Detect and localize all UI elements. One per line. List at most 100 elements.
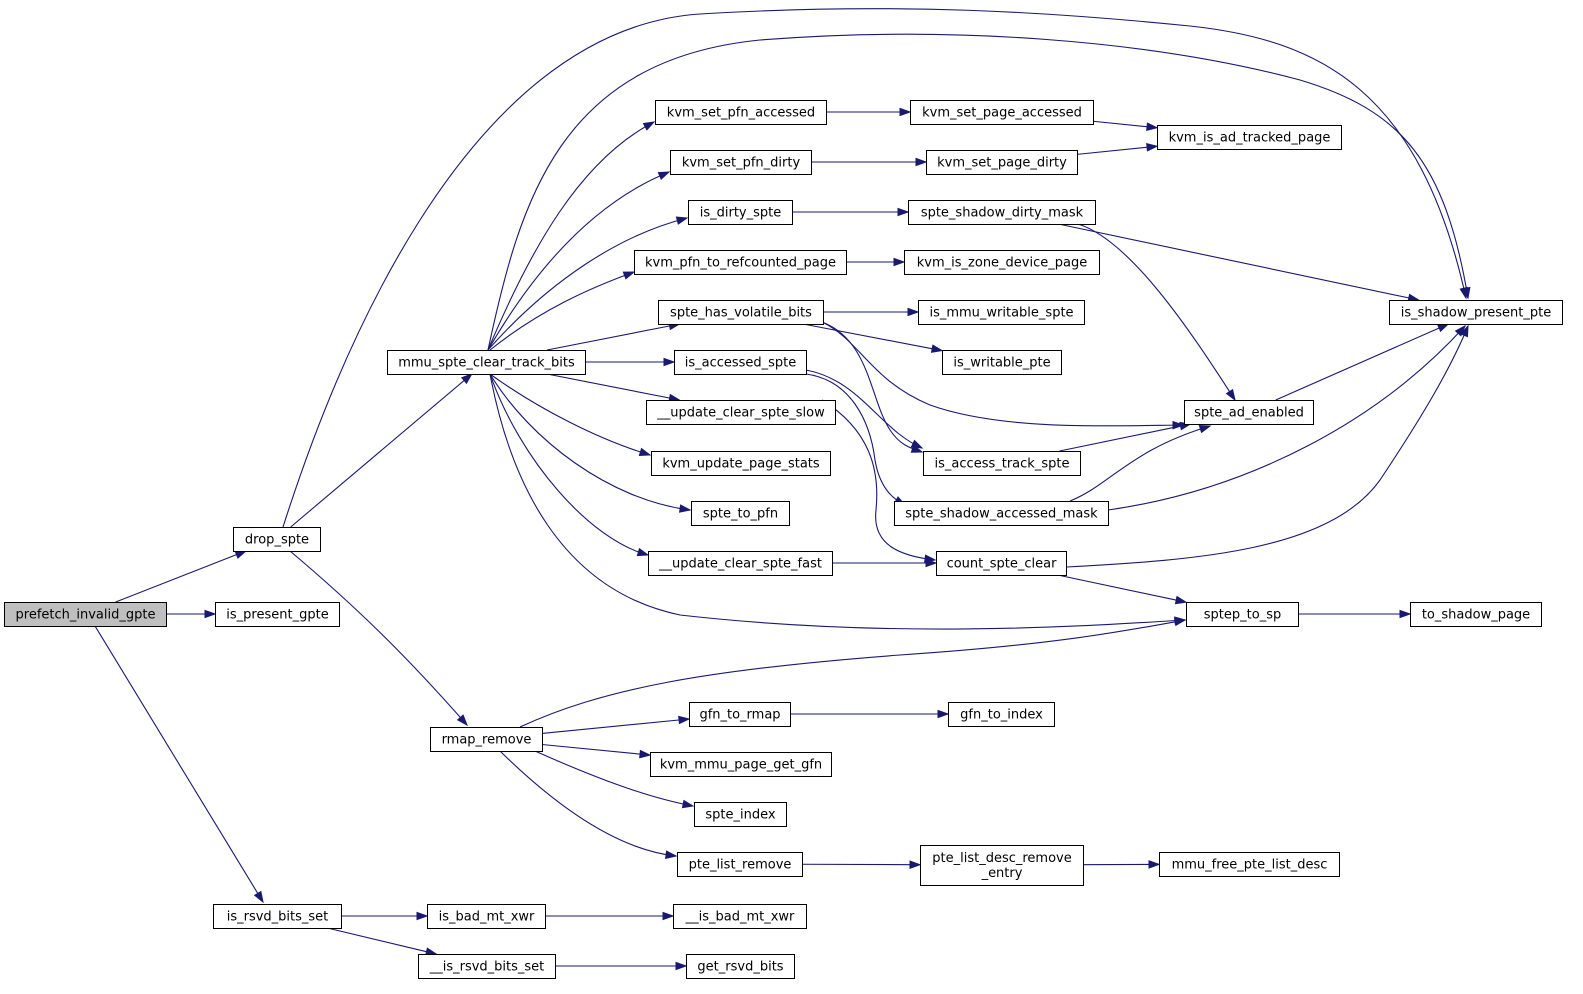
node-box xyxy=(1159,852,1340,877)
node-label: __is_rsvd_bits_set xyxy=(429,960,545,975)
edge-arrowhead xyxy=(1399,609,1412,619)
node-box xyxy=(1184,400,1314,425)
edge-arrowhead xyxy=(638,447,652,457)
edge-mmu_spte_clear_track_bits-to-sptep_to_sp xyxy=(489,373,1186,630)
node-label: count_spte_clear xyxy=(947,557,1058,572)
node-box xyxy=(634,250,847,275)
node-box xyxy=(215,602,340,627)
node-label: pte_list_remove xyxy=(689,858,792,873)
node-label: drop_spte xyxy=(245,533,309,548)
node-box xyxy=(651,451,831,476)
node-kvm_set_pfn_accessed[interactable]: kvm_set_pfn_accessed xyxy=(655,100,827,125)
node-__update_clear_spte_slow[interactable]: __update_clear_spte_slow xyxy=(646,400,836,425)
edge-arrowhead xyxy=(642,121,656,131)
node-sptep_to_sp[interactable]: sptep_to_sp xyxy=(1186,602,1299,627)
node-is_accessed_spte[interactable]: is_accessed_spte xyxy=(674,350,807,375)
edge-rmap_remove-to-pte_list_remove xyxy=(499,750,677,857)
edge-is_access_track_spte-to-spte_ad_enabled xyxy=(1059,425,1182,452)
node-drop_spte[interactable]: drop_spte xyxy=(233,527,321,552)
node-kvm_set_pfn_dirty[interactable]: kvm_set_pfn_dirty xyxy=(670,150,812,175)
node-label-line: is_access_track_spte xyxy=(935,457,1070,472)
node-spte_to_pfn[interactable]: spte_to_pfn xyxy=(691,501,790,526)
node-label-line: kvm_set_pfn_accessed xyxy=(667,106,815,121)
edge-arrowhead xyxy=(234,550,248,559)
node-box xyxy=(1410,602,1542,627)
node-box xyxy=(936,551,1067,576)
node-kvm_pfn_to_refcounted_page[interactable]: kvm_pfn_to_refcounted_page xyxy=(634,250,847,275)
node-is_shadow_present_pte[interactable]: is_shadow_present_pte xyxy=(1389,300,1563,325)
node-label-line: kvm_update_page_stats xyxy=(662,457,820,472)
node-label-line: kvm_pfn_to_refcounted_page xyxy=(645,256,836,271)
node-spte_has_volatile_bits[interactable]: spte_has_volatile_bits xyxy=(658,300,824,325)
edge-arrowhead xyxy=(681,799,695,809)
node-is_dirty_spte[interactable]: is_dirty_spte xyxy=(688,200,793,225)
node-gfn_to_rmap[interactable]: gfn_to_rmap xyxy=(689,702,791,727)
node-is_access_track_spte[interactable]: is_access_track_spte xyxy=(923,451,1081,476)
node-kvm_is_ad_tracked_page[interactable]: kvm_is_ad_tracked_page xyxy=(1157,125,1342,150)
node-box xyxy=(908,200,1096,225)
edge-spte_shadow_dirty_mask-to-is_shadow_present_pte xyxy=(1058,223,1410,299)
node-__is_rsvd_bits_set[interactable]: __is_rsvd_bits_set xyxy=(418,954,556,979)
edge-rmap_remove-to-gfn_to_rmap xyxy=(541,719,681,735)
edge-arrowhead xyxy=(893,257,906,267)
node-label-line: prefetch_invalid_gpte xyxy=(16,608,156,623)
node-kvm_is_zone_device_page[interactable]: kvm_is_zone_device_page xyxy=(904,250,1100,275)
node-mmu_spte_clear_track_bits[interactable]: mmu_spte_clear_track_bits xyxy=(387,350,586,375)
node-label-line: kvm_is_ad_tracked_page xyxy=(1169,131,1331,146)
node-kvm_set_page_accessed[interactable]: kvm_set_page_accessed xyxy=(910,100,1094,125)
edge-arrowhead xyxy=(675,216,689,225)
node-is_mmu_writable_spte[interactable]: is_mmu_writable_spte xyxy=(918,300,1085,325)
node-get_rsvd_bits[interactable]: get_rsvd_bits xyxy=(686,954,795,979)
node-spte_shadow_dirty_mask[interactable]: spte_shadow_dirty_mask xyxy=(908,200,1096,225)
node-kvm_set_page_dirty[interactable]: kvm_set_page_dirty xyxy=(926,150,1078,175)
node-pte_list_desc_remove_entry[interactable]: pte_list_desc_remove_entry xyxy=(920,845,1084,886)
node-label-line: is_shadow_present_pte xyxy=(1401,306,1551,321)
node-rmap_remove[interactable]: rmap_remove xyxy=(430,727,543,752)
node-kvm_update_page_stats[interactable]: kvm_update_page_stats xyxy=(651,451,831,476)
node-label: is_dirty_spte xyxy=(700,206,782,221)
node-label: spte_shadow_accessed_mask xyxy=(905,507,1098,522)
node-label-line: is_present_gpte xyxy=(226,608,328,623)
node-pte_list_remove[interactable]: pte_list_remove xyxy=(677,852,803,877)
node-is_writable_pte[interactable]: is_writable_pte xyxy=(942,350,1062,375)
edge-arrowhead xyxy=(930,344,944,353)
node-label-line: drop_spte xyxy=(245,533,309,548)
node-spte_shadow_accessed_mask[interactable]: spte_shadow_accessed_mask xyxy=(894,501,1109,526)
node-to_shadow_page[interactable]: to_shadow_page xyxy=(1410,602,1542,627)
edge-arrowhead xyxy=(915,157,928,167)
edge-arrowhead xyxy=(897,207,910,217)
node-label: is_accessed_spte xyxy=(685,356,797,371)
node-box xyxy=(694,802,787,827)
node-spte_ad_enabled[interactable]: spte_ad_enabled xyxy=(1184,400,1314,425)
node-spte_index[interactable]: spte_index xyxy=(694,802,787,827)
node-__update_clear_spte_fast[interactable]: __update_clear_spte_fast xyxy=(648,551,833,576)
node-label: to_shadow_page xyxy=(1422,608,1530,623)
node-count_spte_clear[interactable]: count_spte_clear xyxy=(936,551,1067,576)
edge-arrowhead xyxy=(1173,617,1187,627)
edge-prefetch_invalid_gpte-to-drop_spte xyxy=(115,553,238,603)
node-box xyxy=(658,300,824,325)
node-box xyxy=(948,702,1055,727)
edge-arrowhead xyxy=(663,357,676,367)
node-__is_bad_mt_xwr[interactable]: __is_bad_mt_xwr xyxy=(673,904,807,929)
node-is_rsvd_bits_set[interactable]: is_rsvd_bits_set xyxy=(213,904,342,929)
node-label: kvm_update_page_stats xyxy=(662,457,820,472)
edge-spte_shadow_accessed_mask-to-spte_ad_enabled xyxy=(1069,425,1211,502)
node-label: mmu_free_pte_list_desc xyxy=(1172,858,1328,873)
node-label-line: pte_list_remove xyxy=(689,858,792,873)
edge-mmu_spte_clear_track_bits-to-is_dirty_spte xyxy=(487,217,688,351)
edge-arrowhead xyxy=(253,890,264,904)
node-label-line: is_mmu_writable_spte xyxy=(929,306,1073,321)
node-kvm_mmu_page_get_gfn[interactable]: kvm_mmu_page_get_gfn xyxy=(650,752,832,777)
node-mmu_free_pte_list_desc[interactable]: mmu_free_pte_list_desc xyxy=(1159,852,1340,877)
node-box xyxy=(233,527,321,552)
node-gfn_to_index[interactable]: gfn_to_index xyxy=(948,702,1055,727)
node-is_bad_mt_xwr[interactable]: is_bad_mt_xwr xyxy=(427,904,546,929)
node-box xyxy=(430,727,543,752)
edge-arrowhead xyxy=(899,107,912,117)
node-is_present_gpte[interactable]: is_present_gpte xyxy=(215,602,340,627)
node-prefetch_invalid_gpte[interactable]: prefetch_invalid_gpte xyxy=(4,602,167,627)
node-label-line: count_spte_clear xyxy=(947,557,1058,572)
edge-spte_shadow_dirty_mask-to-spte_ad_enabled xyxy=(1077,223,1236,401)
edge-mmu_spte_clear_track_bits-to-spte_to_pfn xyxy=(489,373,691,511)
